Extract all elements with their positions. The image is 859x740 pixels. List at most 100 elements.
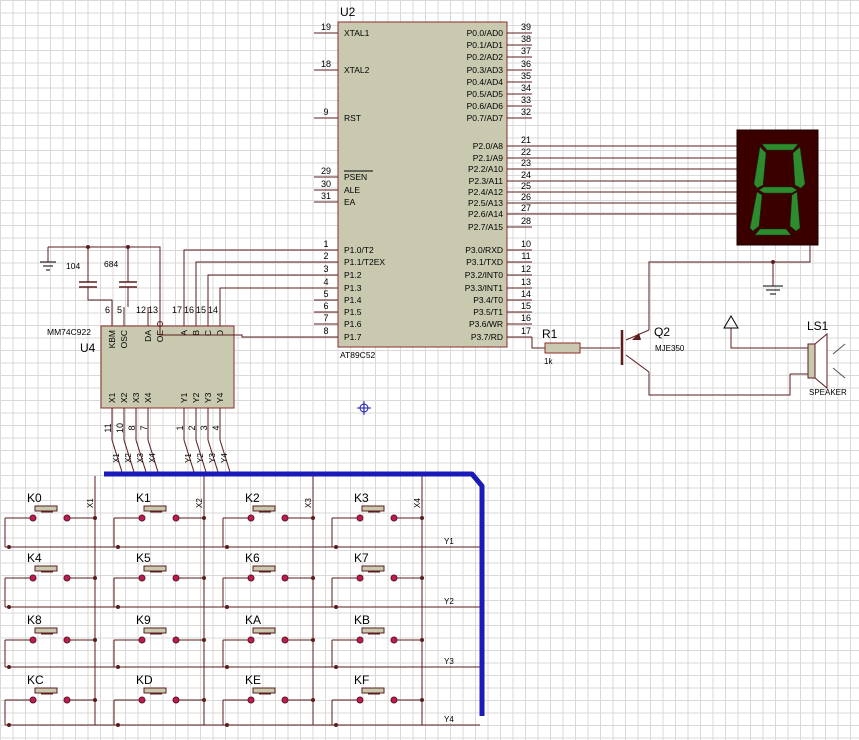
- speaker-ls1[interactable]: LS1 SPEAKER: [723, 315, 847, 397]
- u4-pin-num: 14: [208, 305, 218, 315]
- key-switch-ka[interactable]: KA: [222, 613, 315, 669]
- u2-pin-name: P3.2/INT0: [465, 270, 504, 280]
- u2-pin-num: 7: [323, 313, 328, 323]
- u2-pin-name: P3.4/T0: [473, 295, 503, 305]
- ls1-ref: LS1: [807, 319, 829, 333]
- key-switch-k5[interactable]: K5: [113, 551, 206, 609]
- u4-pin-num: 7: [139, 425, 149, 430]
- bus-tap-label: X2: [124, 453, 133, 463]
- cap2-value: 684: [104, 259, 118, 269]
- u2-pin-num: 30: [321, 179, 331, 189]
- u2-pin-num: 28: [521, 216, 531, 226]
- u2-pin-num: 11: [521, 251, 530, 261]
- u4-pin-name: A: [179, 330, 189, 336]
- u2-pin-num: 22: [521, 147, 531, 157]
- seven-segment-display: [648, 129, 819, 330]
- u2-right-pins: 39P0.0/AD038P0.1/AD137P0.2/AD236P0.3/AD3…: [465, 22, 532, 342]
- key-switch-kf[interactable]: KF: [331, 673, 424, 727]
- u2-pin-num: 17: [521, 326, 531, 336]
- u2-pin-num: 33: [521, 95, 531, 105]
- key-switch-kd[interactable]: KD: [113, 673, 206, 727]
- u4-chip[interactable]: U4 MM74C922 6KBM5OSC12DA13OE17A16B15C14D…: [47, 305, 235, 440]
- key-switch-k3[interactable]: K3: [331, 491, 424, 549]
- key-label: K6: [245, 551, 260, 565]
- u2-pin-name: P0.0/AD0: [467, 28, 504, 38]
- key-label: K3: [354, 491, 369, 505]
- u2-pin-num: 16: [521, 313, 531, 323]
- u2-pin-name: P1.3: [344, 283, 362, 293]
- u4-pin-name: Y1: [179, 392, 189, 403]
- u2-pin-num: 34: [521, 83, 531, 93]
- u4-pin-name: Y4: [215, 392, 225, 403]
- u2-pin-num: 1: [323, 239, 328, 249]
- u2-pin-num: 25: [521, 181, 531, 191]
- key-switch-k9[interactable]: K9: [113, 613, 206, 669]
- u4-pin-num: 16: [184, 305, 194, 315]
- u4-pin-name: Y3: [203, 392, 213, 403]
- bus-column-label: X1: [86, 498, 95, 508]
- key-switch-k6[interactable]: K6: [222, 551, 315, 609]
- key-switch-k7[interactable]: K7: [331, 551, 424, 609]
- u2-pin-num: 2: [323, 251, 328, 261]
- r1-value: 1k: [544, 357, 553, 366]
- key-label: KA: [245, 613, 261, 627]
- u2-pin-num: 5: [323, 289, 328, 299]
- u4-pin-name: OSC: [119, 330, 129, 348]
- key-switch-k0[interactable]: K0: [4, 491, 97, 549]
- keypad-bus: [104, 471, 485, 716]
- u4-pin-name: B: [191, 330, 201, 336]
- ls1-part: SPEAKER: [809, 388, 847, 397]
- transistor-q2[interactable]: Q2 MJE350: [620, 325, 791, 396]
- key-label: K7: [354, 551, 369, 565]
- key-label: K2: [245, 491, 260, 505]
- u2-pin-num: 23: [521, 158, 531, 168]
- u4-part: MM74C922: [47, 327, 91, 337]
- resistor-r1[interactable]: R1 1k: [531, 327, 620, 366]
- u4-ref: U4: [80, 341, 96, 355]
- u2-pin-num: 9: [323, 107, 328, 117]
- key-label: K9: [136, 613, 151, 627]
- key-label: K5: [136, 551, 151, 565]
- u2-pin-name: PSEN: [344, 172, 367, 182]
- bus-column-label: X3: [304, 498, 313, 508]
- u4-pin-num: 4: [211, 425, 221, 430]
- wire-cap-top: [48, 246, 161, 310]
- q2-ref: Q2: [654, 325, 670, 339]
- u2-pin-name: P0.5/AD5: [467, 89, 504, 99]
- u4-pin-num: 3: [199, 425, 209, 430]
- capacitor-network: 104 684: [40, 245, 161, 310]
- cap1-value: 104: [66, 261, 80, 271]
- u2-pin-name: P3.3/INT1: [465, 283, 504, 293]
- u4-pin-name: X3: [131, 392, 141, 403]
- wire-c-p12: [207, 274, 314, 307]
- u2-pin-num: 19: [321, 22, 331, 32]
- u2-pin-name: P0.2/AD2: [467, 52, 504, 62]
- u2-pin-name: P0.3/AD3: [467, 65, 504, 75]
- u2-pin-num: 12: [521, 264, 531, 274]
- key-label: KF: [354, 673, 369, 687]
- key-switch-kc[interactable]: KC: [4, 673, 97, 727]
- u2-pin-name: P3.0/RXD: [465, 245, 503, 255]
- u2-pin-num: 31: [321, 191, 331, 201]
- u2-chip[interactable]: U2 AT89C52 19XTAL118XTAL29RST29PSEN30ALE…: [314, 5, 532, 360]
- key-label: KC: [27, 673, 44, 687]
- key-switch-k8[interactable]: K8: [4, 613, 97, 669]
- bus-row-label: Y4: [444, 715, 454, 724]
- u2-pin-name: P1.5: [344, 307, 362, 317]
- key-switch-kb[interactable]: KB: [331, 613, 424, 669]
- u2-pin-name: ALE: [344, 185, 360, 195]
- u2-pin-num: 14: [521, 289, 531, 299]
- key-switch-k1[interactable]: K1: [113, 491, 206, 549]
- u2-pin-num: 38: [521, 34, 531, 44]
- key-switch-k2[interactable]: K2: [222, 491, 315, 549]
- bus-column-label: X2: [195, 498, 204, 508]
- key-switch-ke[interactable]: KE: [222, 673, 315, 727]
- u4-pin-name: KBM: [107, 330, 117, 348]
- key-switch-k4[interactable]: K4: [4, 551, 97, 609]
- u2-pin-name: XTAL2: [344, 65, 370, 75]
- key-label: K1: [136, 491, 151, 505]
